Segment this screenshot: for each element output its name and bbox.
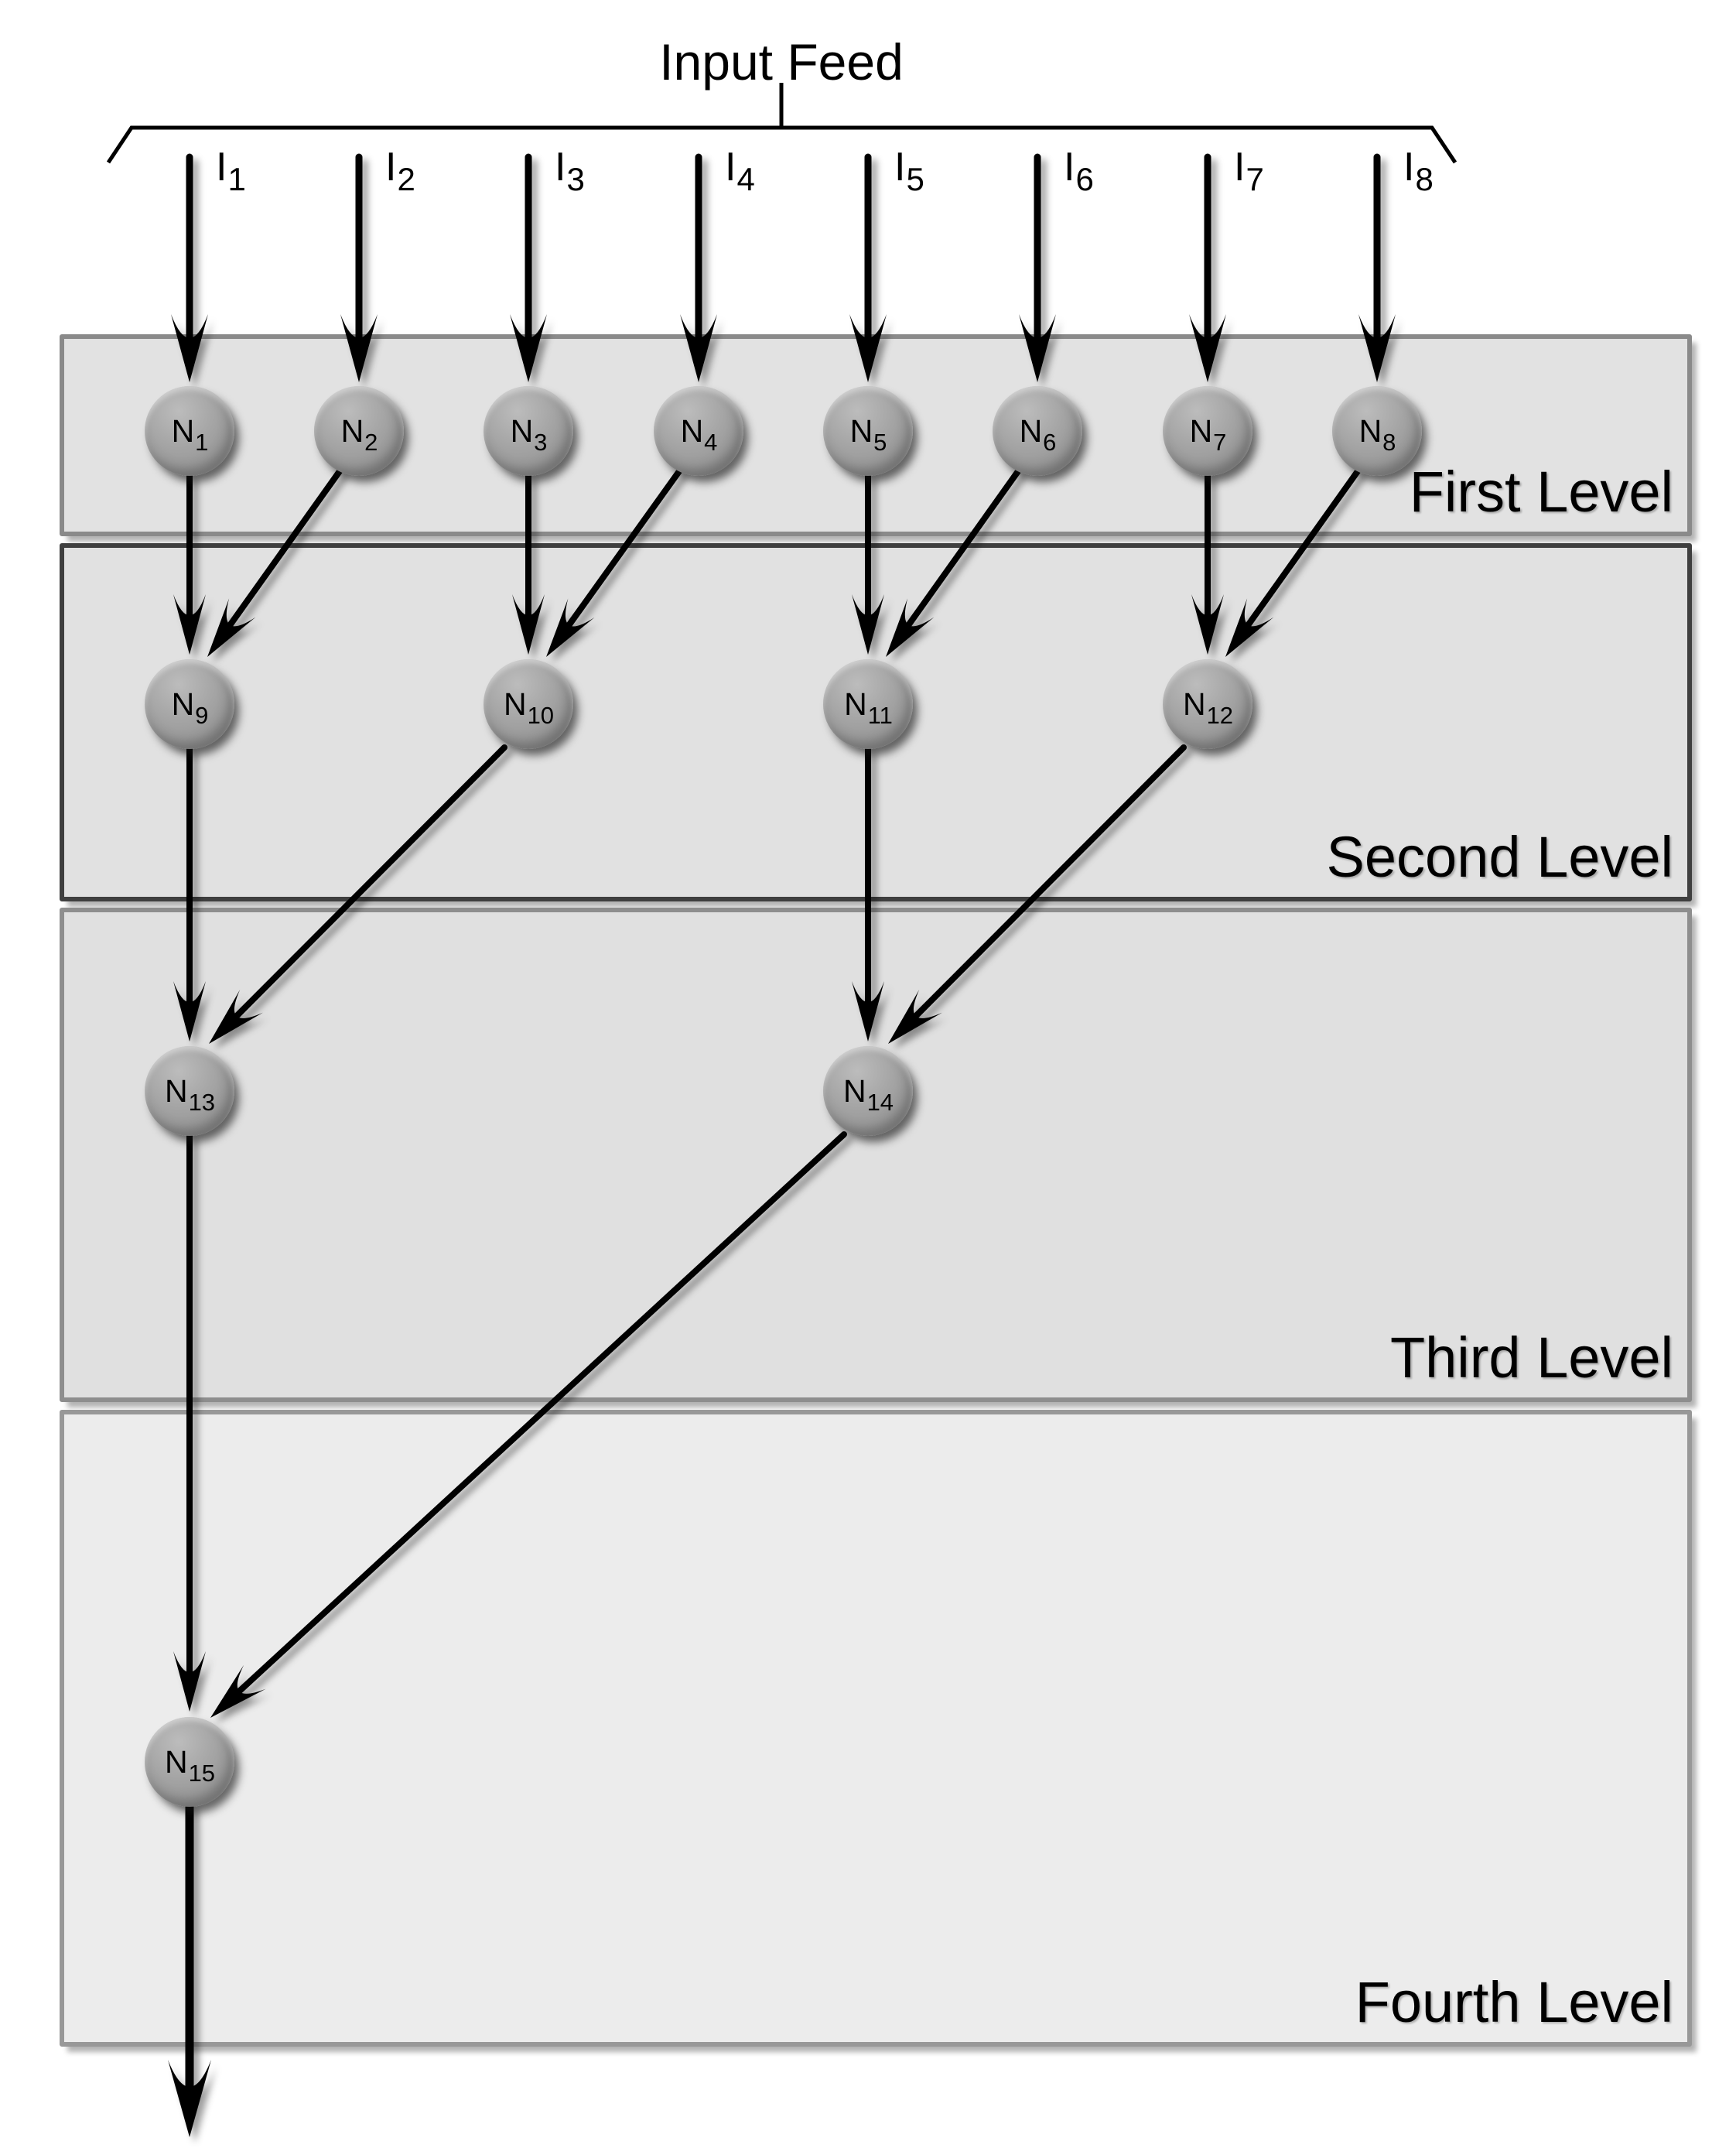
input-label-I6: I6 [1064, 144, 1094, 197]
input-label-I2: I2 [385, 144, 415, 197]
level-label-fourth: Fourth Level [1355, 1970, 1673, 2035]
input-label-sub: 5 [906, 161, 924, 197]
input-label-sub: 1 [227, 161, 246, 197]
node-label-sub: 6 [1043, 429, 1057, 456]
node-label-main: N [1189, 412, 1213, 449]
input-label-main: I [216, 145, 227, 190]
input-label-sub: 8 [1415, 161, 1434, 197]
node-label-main: N [1182, 686, 1206, 722]
node-label-main: N [1358, 412, 1382, 449]
node-label-main: N [510, 412, 534, 449]
input-label-I7: I7 [1234, 144, 1264, 197]
level-label-first: First Level [1409, 460, 1673, 525]
node-label-main: N [1019, 412, 1043, 449]
node-label-sub: 3 [534, 429, 548, 456]
node-label-main: N [849, 412, 873, 449]
input-label-main: I [1064, 145, 1075, 190]
node-label-main: N [844, 686, 867, 722]
node-label-main: N [171, 686, 195, 722]
input-label-I4: I4 [725, 144, 755, 197]
input-label-main: I [894, 145, 906, 190]
input-label-sub: 6 [1075, 161, 1094, 197]
input-label-main: I [1403, 145, 1415, 190]
node-label-sub: 14 [866, 1089, 894, 1116]
input-label-main: I [555, 145, 566, 190]
node-label-main: N [171, 412, 195, 449]
node-label-sub: 8 [1382, 429, 1396, 456]
input-feed-title: Input Feed [659, 33, 904, 91]
input-label-I1: I1 [216, 144, 246, 197]
node-label-sub: 7 [1213, 429, 1227, 456]
node-label-sub: 15 [188, 1760, 216, 1787]
input-label-sub: 7 [1246, 161, 1264, 197]
node-label-main: N [164, 1743, 188, 1780]
level-band-third: Third Level [60, 908, 1692, 1402]
node-label-main: N [680, 412, 704, 449]
input-label-I3: I3 [555, 144, 585, 197]
input-label-I5: I5 [894, 144, 924, 197]
node-label-sub: 2 [364, 429, 378, 456]
node-label-main: N [503, 686, 527, 722]
node-label-main: N [164, 1072, 188, 1109]
node-label-sub: 9 [195, 702, 209, 729]
node-label-sub: 12 [1206, 702, 1234, 729]
node-label-sub: 5 [873, 429, 887, 456]
node-label-sub: 13 [188, 1089, 216, 1116]
node-label-sub: 4 [704, 429, 718, 456]
input-label-sub: 3 [566, 161, 585, 197]
input-label-sub: 4 [736, 161, 755, 197]
node-label-sub: 11 [867, 702, 893, 729]
level-label-third: Third Level [1389, 1325, 1673, 1390]
input-label-main: I [385, 145, 397, 190]
input-label-main: I [1234, 145, 1246, 190]
node-label-main: N [340, 412, 364, 449]
node-label-sub: 1 [195, 429, 209, 456]
level-band-fourth: Fourth Level [60, 1410, 1692, 2047]
node-label-main: N [842, 1072, 866, 1109]
level-label-second: Second Level [1326, 825, 1673, 890]
arrow-head-N15-output [168, 2060, 211, 2137]
input-label-sub: 2 [397, 161, 415, 197]
input-label-main: I [725, 145, 736, 190]
node-label-sub: 10 [527, 702, 555, 729]
input-label-I8: I8 [1403, 144, 1434, 197]
